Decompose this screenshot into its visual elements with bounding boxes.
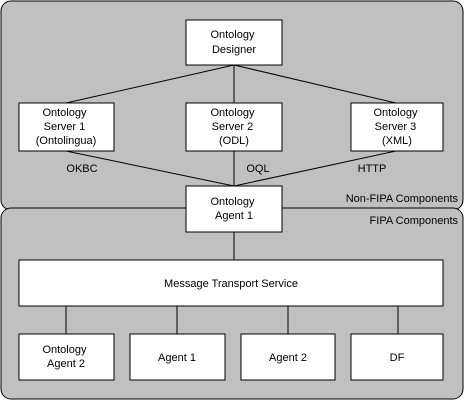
ontology-designer-label: Ontology Designer xyxy=(210,29,257,56)
ontology-agent-2-node: Ontology Agent 2 xyxy=(18,333,115,381)
okbc-label: OKBC xyxy=(66,163,97,175)
agent-2-label: Agent 2 xyxy=(269,352,307,364)
message-transport-service-node: Message Transport Service xyxy=(18,259,444,307)
ontology-designer-node: Ontology Designer xyxy=(185,19,283,66)
edge-designer-server3 xyxy=(233,64,397,104)
ontology-agent-2-label: Ontology Agent 2 xyxy=(42,344,89,370)
message-transport-service-label: Message Transport Service xyxy=(164,278,298,290)
ontology-server-2-node: Ontology Server 2 (ODL) xyxy=(185,102,283,152)
ontology-agent-1-label: Ontology Agent 1 xyxy=(210,196,257,222)
http-label: HTTP xyxy=(358,163,387,175)
agent-2-node: Agent 2 xyxy=(240,333,336,381)
non-fipa-components-label: Non-FIPA Components xyxy=(346,193,459,205)
oql-label: OQL xyxy=(246,163,269,175)
edge-server3-agent1 xyxy=(233,150,397,187)
ontology-server-3-node: Ontology Server 3 (XML) xyxy=(350,102,444,152)
edge-server1-agent1 xyxy=(65,150,235,187)
connectors xyxy=(65,64,399,334)
agent-1-label: Agent 1 xyxy=(158,352,196,364)
ontology-agent-1-node: Ontology Agent 1 xyxy=(185,185,283,233)
ontology-server-1-node: Ontology Server 1 (Ontolingua) xyxy=(18,102,115,152)
ontology-server-1-label: Ontology Server 1 (Ontolingua) xyxy=(36,107,97,147)
df-node: DF xyxy=(350,333,444,381)
agent-1-node: Agent 1 xyxy=(129,333,226,381)
fipa-components-label: FIPA Components xyxy=(370,215,459,227)
df-label: DF xyxy=(390,352,405,364)
ontology-server-2-label: Ontology Server 2 (ODL) xyxy=(210,107,257,147)
ontology-server-3-label: Ontology Server 3 (XML) xyxy=(373,107,420,147)
edge-designer-server1 xyxy=(65,64,235,104)
